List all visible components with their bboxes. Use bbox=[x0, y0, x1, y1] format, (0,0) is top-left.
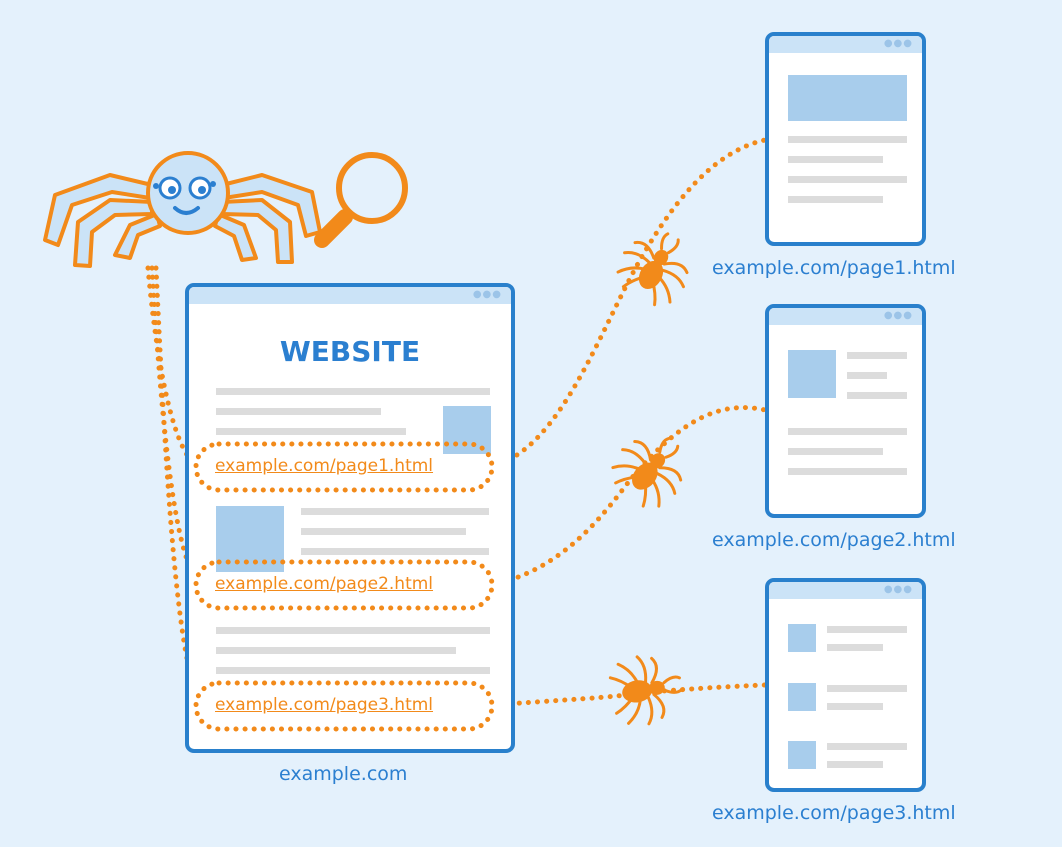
window-dots-icon: ●●● bbox=[883, 310, 913, 321]
text-line bbox=[788, 468, 907, 475]
page2-caption: example.com/page2.html bbox=[712, 529, 956, 551]
text-line bbox=[216, 408, 381, 415]
crawl-path-3 bbox=[153, 265, 208, 708]
page1-caption: example.com/page1.html bbox=[712, 257, 956, 279]
image-placeholder bbox=[788, 624, 816, 652]
page1-window: ●●● bbox=[765, 32, 926, 246]
text-line bbox=[216, 388, 490, 395]
text-line bbox=[847, 352, 907, 359]
window-dots-icon: ●●● bbox=[883, 38, 913, 49]
text-line bbox=[788, 176, 907, 183]
text-line bbox=[788, 196, 883, 203]
page3-link[interactable]: example.com/page3.html bbox=[215, 695, 434, 715]
connector-page3 bbox=[489, 682, 768, 708]
crawler-bug-icon bbox=[608, 218, 704, 315]
crawler-bug-icon bbox=[606, 648, 688, 731]
magnifying-glass-icon bbox=[314, 152, 408, 248]
text-line bbox=[788, 136, 907, 143]
crawler-bug-icon bbox=[601, 419, 701, 518]
text-line bbox=[827, 626, 907, 633]
text-line bbox=[847, 392, 907, 399]
text-line bbox=[216, 627, 490, 634]
window-dots-icon: ●●● bbox=[883, 584, 913, 595]
text-line bbox=[301, 528, 466, 535]
window-title-bar bbox=[769, 308, 922, 325]
text-line bbox=[847, 372, 887, 379]
page2-window: ●●● bbox=[765, 304, 926, 518]
page3-window: ●●● bbox=[765, 578, 926, 792]
website-title: WEBSITE bbox=[279, 335, 421, 368]
main-website-window: ●●● WEBSITE bbox=[185, 283, 515, 753]
text-line bbox=[827, 703, 883, 710]
text-line bbox=[216, 647, 456, 654]
page3-caption: example.com/page3.html bbox=[712, 802, 956, 824]
image-placeholder bbox=[788, 75, 907, 121]
text-line bbox=[827, 644, 883, 651]
text-line bbox=[827, 743, 907, 750]
text-line bbox=[301, 548, 489, 555]
text-line bbox=[216, 667, 490, 674]
image-placeholder bbox=[788, 741, 816, 769]
text-line bbox=[788, 448, 883, 455]
window-title-bar bbox=[189, 287, 511, 304]
text-line bbox=[788, 156, 883, 163]
window-title-bar bbox=[769, 36, 922, 53]
text-line bbox=[788, 428, 907, 435]
text-line bbox=[301, 508, 489, 515]
text-line bbox=[216, 428, 406, 435]
text-line bbox=[827, 685, 907, 692]
image-placeholder bbox=[788, 350, 836, 398]
text-line bbox=[827, 761, 883, 768]
page2-link[interactable]: example.com/page2.html bbox=[215, 574, 434, 594]
crawl-path-1 bbox=[145, 265, 208, 471]
window-title-bar bbox=[769, 582, 922, 599]
main-site-caption: example.com bbox=[279, 763, 408, 785]
image-placeholder bbox=[788, 683, 816, 711]
window-dots-icon: ●●● bbox=[472, 289, 502, 300]
page1-link[interactable]: example.com/page1.html bbox=[215, 456, 434, 476]
